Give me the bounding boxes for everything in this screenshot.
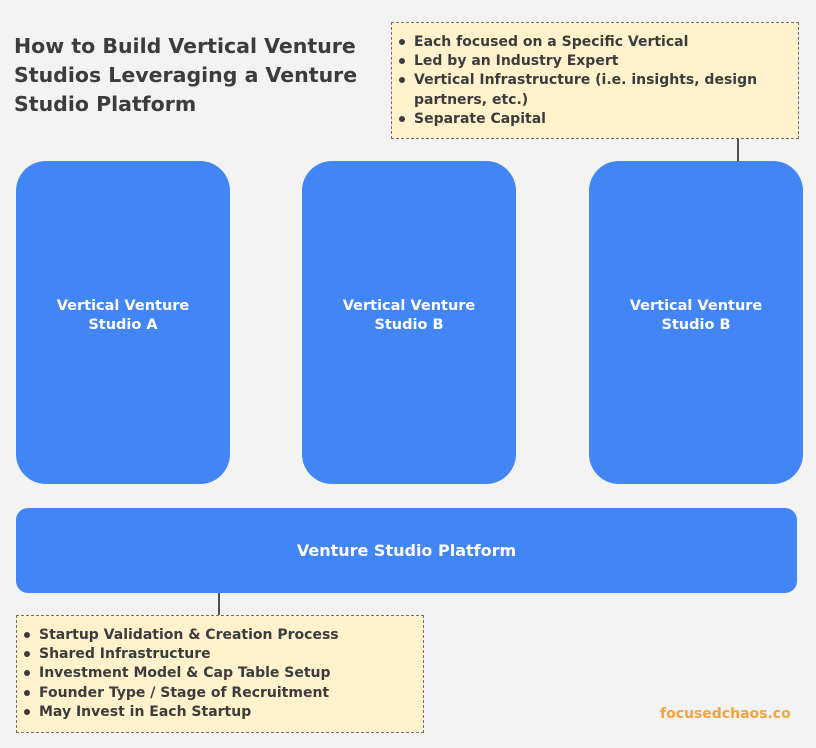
list-item: Led by an Industry Expert	[394, 52, 794, 71]
list-item: Separate Capital	[394, 110, 794, 129]
note-connector-bottom	[218, 593, 220, 615]
platform-box: Venture Studio Platform	[16, 508, 797, 593]
note-connector-top	[737, 139, 739, 161]
list-item: Founder Type / Stage of Recruitment	[19, 684, 419, 703]
studio-box-b: Vertical Venture Studio B	[302, 161, 516, 484]
list-item: Shared Infrastructure	[19, 645, 419, 664]
vertical-studio-bullets: Each focused on a Specific Vertical Led …	[392, 33, 794, 129]
vertical-studio-note: Each focused on a Specific Vertical Led …	[391, 22, 799, 139]
studio-label: Vertical Venture Studio B	[629, 297, 763, 333]
list-item: Each focused on a Specific Vertical	[394, 33, 794, 52]
studio-box-c: Vertical Venture Studio B	[589, 161, 803, 484]
list-item: May Invest in Each Startup	[19, 703, 419, 722]
list-item: Vertical Infrastructure (i.e. insights, …	[394, 71, 794, 109]
list-item: Investment Model & Cap Table Setup	[19, 664, 419, 683]
studio-label: Vertical Venture Studio B	[342, 297, 476, 333]
list-item: Startup Validation & Creation Process	[19, 626, 419, 645]
studio-box-a: Vertical Venture Studio A	[16, 161, 230, 484]
platform-bullets: Startup Validation & Creation Process Sh…	[17, 626, 419, 722]
brand-watermark: focusedchaos.co	[660, 706, 791, 722]
studio-label: Vertical Venture Studio A	[56, 297, 190, 333]
platform-label: Venture Studio Platform	[296, 541, 517, 560]
platform-note: Startup Validation & Creation Process Sh…	[16, 615, 424, 733]
page-title: How to Build Vertical Venture Studios Le…	[14, 34, 358, 116]
